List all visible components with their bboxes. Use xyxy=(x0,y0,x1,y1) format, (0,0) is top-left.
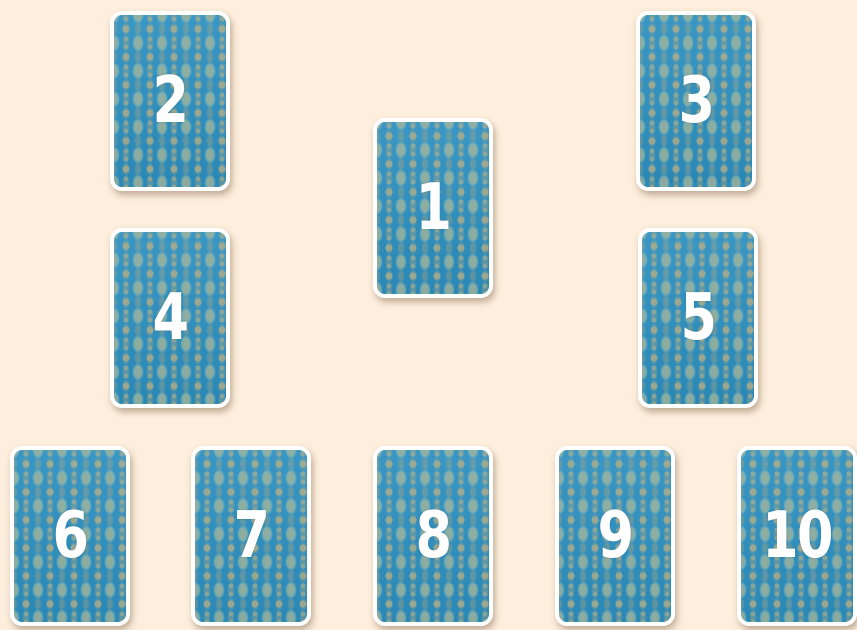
card-position-8[interactable]: 8 xyxy=(373,446,493,626)
card-number-label: 5 xyxy=(652,286,744,350)
card-position-4[interactable]: 4 xyxy=(110,228,230,408)
card-number-label: 2 xyxy=(124,69,216,133)
card-position-1[interactable]: 1 xyxy=(373,118,493,298)
card-position-5[interactable]: 5 xyxy=(638,228,758,408)
card-number-label: 6 xyxy=(24,504,116,568)
card-position-6[interactable]: 6 xyxy=(10,446,130,626)
card-number-label: 3 xyxy=(650,69,742,133)
card-position-3[interactable]: 3 xyxy=(636,11,756,191)
card-number-label: 7 xyxy=(205,504,297,568)
card-number-label: 8 xyxy=(387,504,479,568)
card-position-2[interactable]: 2 xyxy=(110,11,230,191)
card-position-10[interactable]: 10 xyxy=(737,446,857,626)
card-number-label: 1 xyxy=(387,176,479,240)
card-position-9[interactable]: 9 xyxy=(555,446,675,626)
card-number-label: 10 xyxy=(751,504,843,568)
card-number-label: 4 xyxy=(124,286,216,350)
card-position-7[interactable]: 7 xyxy=(191,446,311,626)
card-number-label: 9 xyxy=(569,504,661,568)
